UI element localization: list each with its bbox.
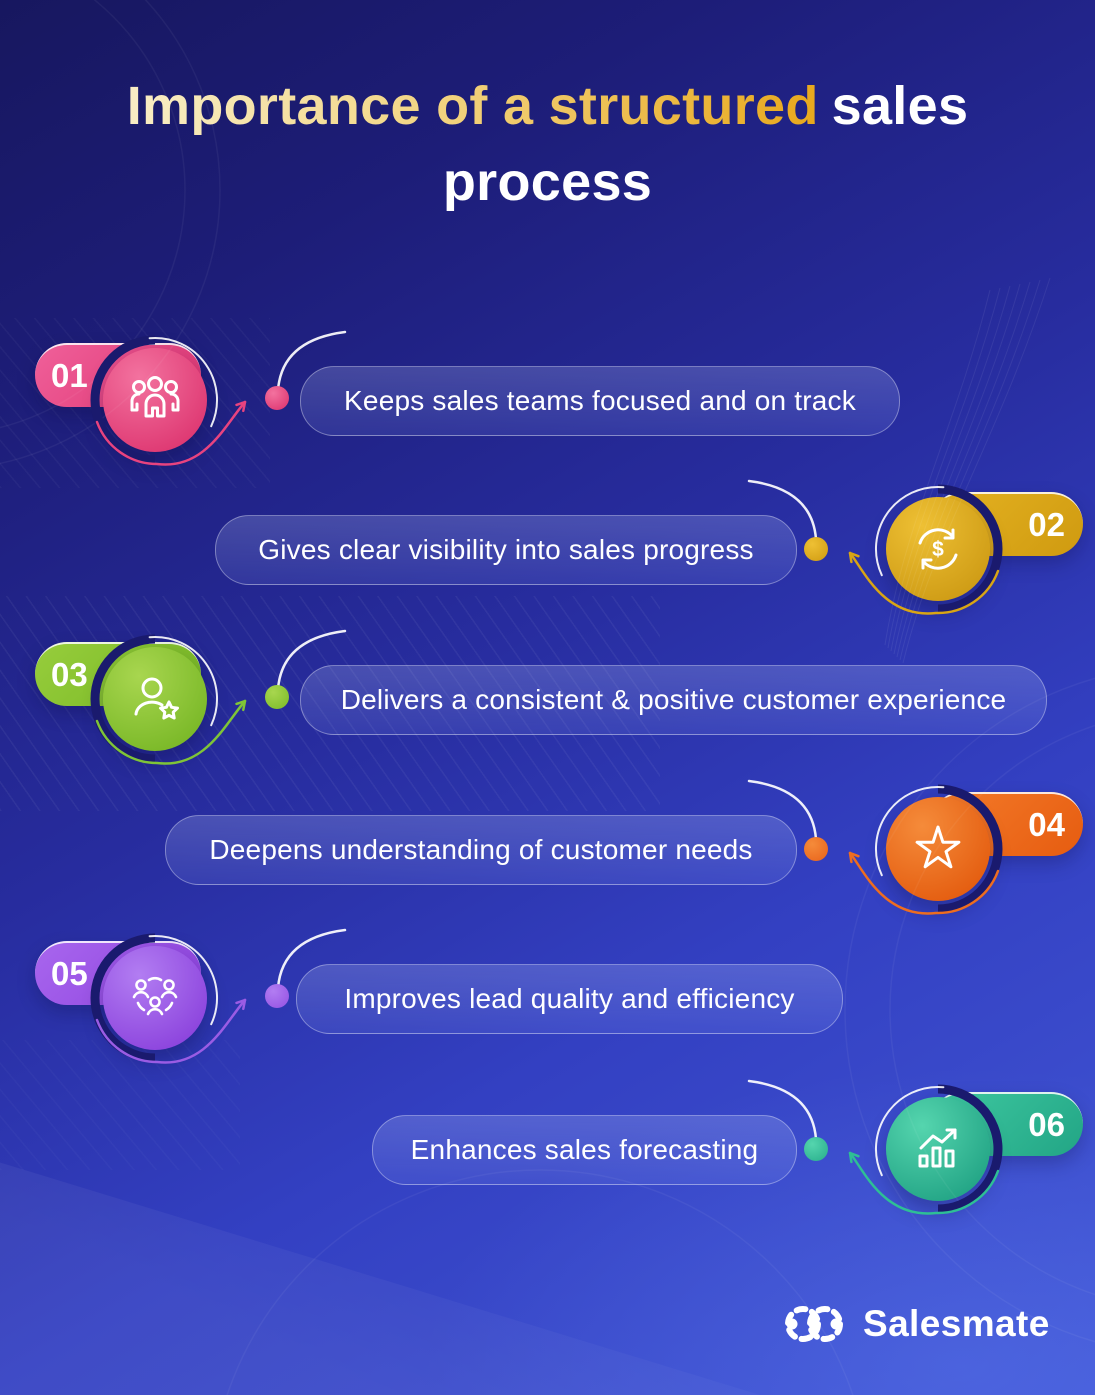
- title-line2: process: [442, 152, 653, 212]
- connector-dot: [265, 685, 289, 709]
- item-label-pill: Improves lead quality and efficiency: [296, 964, 843, 1034]
- forecast-chart-icon: [918, 1128, 957, 1168]
- arrowhead-01: [235, 400, 247, 413]
- icon-circle: [103, 647, 207, 751]
- item-label: Improves lead quality and efficiency: [344, 983, 795, 1014]
- item-label: Keeps sales teams focused and on track: [344, 385, 856, 416]
- icon-circle: [103, 348, 207, 452]
- number-label: 02: [1028, 506, 1065, 543]
- item-label-pill: Gives clear visibility into sales progre…: [215, 515, 797, 585]
- title-highlight: Importance of a structured: [126, 76, 819, 136]
- icon-circle: $: [886, 497, 990, 601]
- diagonal-stripes-decoration: [0, 1040, 240, 1170]
- lead-network-icon: [132, 976, 178, 1016]
- arrowhead-06: [848, 1151, 860, 1164]
- connector-dot: [265, 386, 289, 410]
- icon-circle: [886, 1097, 990, 1201]
- icon-circle: [886, 797, 990, 901]
- connector-dot: [804, 1137, 828, 1161]
- item-label: Enhances sales forecasting: [410, 1134, 759, 1165]
- light-band-decoration: [0, 1162, 760, 1395]
- connector-dot: [804, 837, 828, 861]
- icon-circle: [103, 946, 207, 1050]
- item-label: Delivers a consistent & positive custome…: [340, 684, 1007, 715]
- item-label: Gives clear visibility into sales progre…: [258, 534, 754, 565]
- item-label-pill: Enhances sales forecasting: [372, 1115, 797, 1185]
- circle-crescent-ring: [90, 335, 1003, 1214]
- brand-name: Salesmate: [863, 1303, 1050, 1344]
- arrowhead-05: [235, 998, 247, 1011]
- fan-lines-decoration: [884, 277, 1051, 664]
- arrowhead-04: [848, 851, 860, 864]
- title-rest-line1: sales: [831, 76, 969, 136]
- customer-star-icon: [134, 677, 179, 720]
- item-label: Deepens understanding of customer needs: [209, 834, 753, 865]
- brand-footer: Salesmate: [778, 1300, 1050, 1348]
- item-label-pill: Keeps sales teams focused and on track: [300, 366, 900, 436]
- item-label-pill: Delivers a consistent & positive custome…: [300, 665, 1047, 735]
- arrowhead-03: [235, 699, 247, 712]
- connector-dot: [265, 984, 289, 1008]
- star-icon: [915, 825, 961, 869]
- currency-sync-icon: $: [918, 528, 958, 570]
- number-label: 04: [1028, 806, 1065, 843]
- number-label: 06: [1028, 1106, 1065, 1143]
- svg-text:$: $: [932, 538, 944, 561]
- circle-highlight-arc: [148, 336, 945, 1177]
- number-label: 03: [51, 656, 88, 693]
- number-label: 05: [51, 955, 88, 992]
- item-label-pill: Deepens understanding of customer needs: [165, 815, 797, 885]
- connector-dot: [804, 537, 828, 561]
- team-group-icon: [130, 376, 180, 418]
- chain-link-icon: [785, 1306, 843, 1342]
- arrowhead-02: [848, 551, 860, 564]
- number-label: 01: [51, 357, 88, 394]
